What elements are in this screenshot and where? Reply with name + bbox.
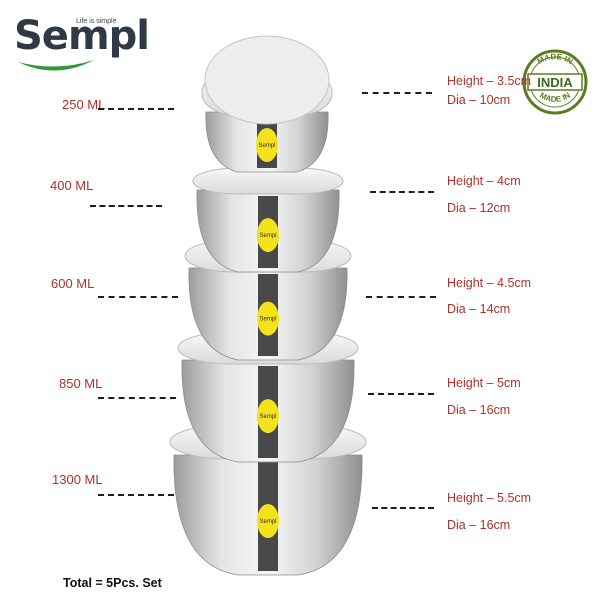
- capacity-dash-line: [98, 397, 176, 399]
- brand-logo: Sempl Life is simple: [14, 14, 150, 86]
- total-set-label: Total = 5Pcs. Set: [63, 576, 162, 590]
- brand-sticker-label: Sempl: [259, 519, 276, 525]
- brand-sticker: [257, 301, 279, 336]
- seal-center-text: INDIA: [537, 75, 573, 90]
- height-label: Height – 3.5cm: [447, 74, 532, 88]
- height-label: Height – 4cm: [447, 174, 521, 188]
- swoosh-icon: [18, 60, 94, 71]
- capacity-label: 600 ML: [51, 276, 95, 291]
- brand-sticker-label: Sempl: [259, 317, 276, 323]
- dimension-dash-line: [366, 296, 436, 298]
- capacity-dash-line: [90, 205, 162, 207]
- capacity-label: 850 ML: [59, 376, 103, 391]
- brand-sticker-label: Sempl: [259, 233, 276, 239]
- brand-sticker: [256, 128, 278, 162]
- capacity-label: 400 ML: [50, 178, 94, 193]
- brand-sticker: [257, 504, 279, 538]
- dimension-dash-line: [370, 191, 434, 193]
- capacity-dash-line: [98, 108, 174, 110]
- svg-text:MADE IN: MADE IN: [536, 52, 575, 66]
- diameter-label: Dia – 14cm: [447, 302, 511, 316]
- capacity-dash-line: [98, 494, 174, 496]
- capacity-dash-line: [98, 296, 178, 298]
- capacity-label: 250 ML: [62, 97, 106, 112]
- capacity-label: 1300 ML: [52, 472, 103, 487]
- dimension-dash-line: [368, 393, 434, 395]
- height-label: Height – 5cm: [447, 376, 521, 390]
- brand-sticker-label: Sempl: [258, 143, 275, 149]
- made-in-india-seal: MADE IN INDIA MADE IN: [522, 49, 588, 115]
- dimension-dash-line: [372, 507, 434, 509]
- height-label: Height – 4.5cm: [447, 276, 532, 290]
- brand-name: Sempl: [14, 13, 150, 59]
- height-label: Height – 5.5cm: [447, 491, 532, 505]
- diameter-label: Dia – 12cm: [447, 201, 511, 215]
- bowl-2: Sempl: [192, 167, 344, 273]
- seal-bottom-text: MADE IN: [538, 91, 572, 104]
- dimension-dash-line: [362, 92, 432, 94]
- diameter-label: Dia – 16cm: [447, 518, 511, 532]
- diameter-label: Dia – 16cm: [447, 403, 511, 417]
- seal-top-text: MADE IN: [536, 52, 575, 66]
- brand-tagline: Life is simple: [76, 18, 117, 25]
- brand-sticker: [257, 218, 279, 253]
- brand-sticker: [257, 399, 279, 434]
- diameter-label: Dia – 10cm: [447, 93, 511, 107]
- brand-sticker-label: Sempl: [259, 414, 276, 420]
- svg-text:MADE IN: MADE IN: [538, 91, 572, 104]
- top-lid-disc: [204, 35, 330, 125]
